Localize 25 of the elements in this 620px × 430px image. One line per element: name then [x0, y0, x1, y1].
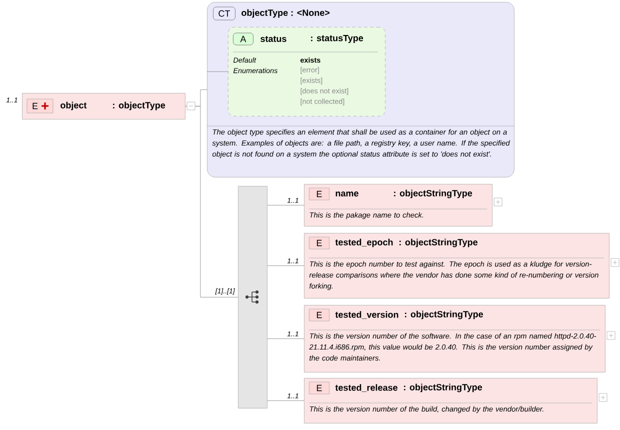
- connector-line: [267, 205, 304, 206]
- element-badge: E: [309, 236, 330, 250]
- type-label: : objectStringType: [404, 384, 482, 392]
- element-name: object: [60, 102, 87, 110]
- connector-line: [267, 338, 304, 339]
- element-name: name: [336, 192, 358, 196]
- type-label: : objectStringType: [399, 238, 478, 248]
- element-name: tested_release: [335, 384, 398, 392]
- attribute-badge: A: [233, 32, 254, 46]
- element-name: tested_version: [335, 311, 398, 319]
- element-badge: E: [309, 308, 330, 322]
- type-label: : objectStringType: [394, 190, 472, 198]
- element-name: tested_epoch: [335, 238, 393, 248]
- type-label: : objectType: [113, 102, 166, 110]
- type-label: : statusType: [311, 34, 364, 44]
- type-badge: CT: [213, 6, 236, 20]
- attribute-name: status: [260, 36, 286, 42]
- connector-line: [267, 400, 304, 401]
- element-badge: E: [309, 188, 330, 200]
- type-label: : objectStringType: [405, 310, 484, 320]
- element-badge: E: [26, 98, 54, 114]
- type-title: objectType : <None>: [242, 9, 330, 18]
- attribute-box: [228, 27, 386, 116]
- element-badge: E: [309, 382, 330, 394]
- connector-line: [185, 106, 238, 298]
